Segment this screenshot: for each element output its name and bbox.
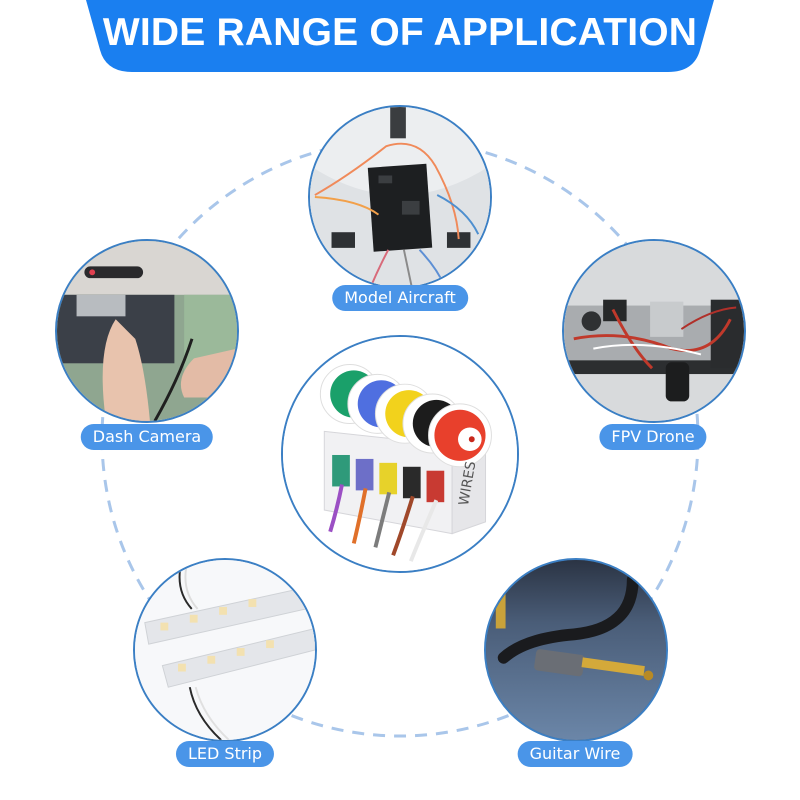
model-aircraft-label: Model Aircraft <box>332 285 468 311</box>
banner-shape <box>86 0 714 72</box>
fpv-drone-image <box>562 239 746 423</box>
wire-spools-image: WIRES <box>281 335 519 573</box>
guitar-wire-image <box>484 558 668 742</box>
fpv-drone-label: FPV Drone <box>599 424 707 450</box>
model-aircraft-image <box>308 105 492 289</box>
led-strip-image <box>133 558 317 742</box>
guitar-wire-label: Guitar Wire <box>517 741 633 767</box>
dash-camera-image <box>55 239 239 423</box>
header-banner: WIDE RANGE OF APPLICATION <box>0 0 800 80</box>
box-label: WIRES <box>456 460 480 507</box>
page-title: WIDE RANGE OF APPLICATION <box>102 11 698 54</box>
led-strip-label: LED Strip <box>175 741 275 767</box>
dash-camera-label: Dash Camera <box>80 424 214 450</box>
